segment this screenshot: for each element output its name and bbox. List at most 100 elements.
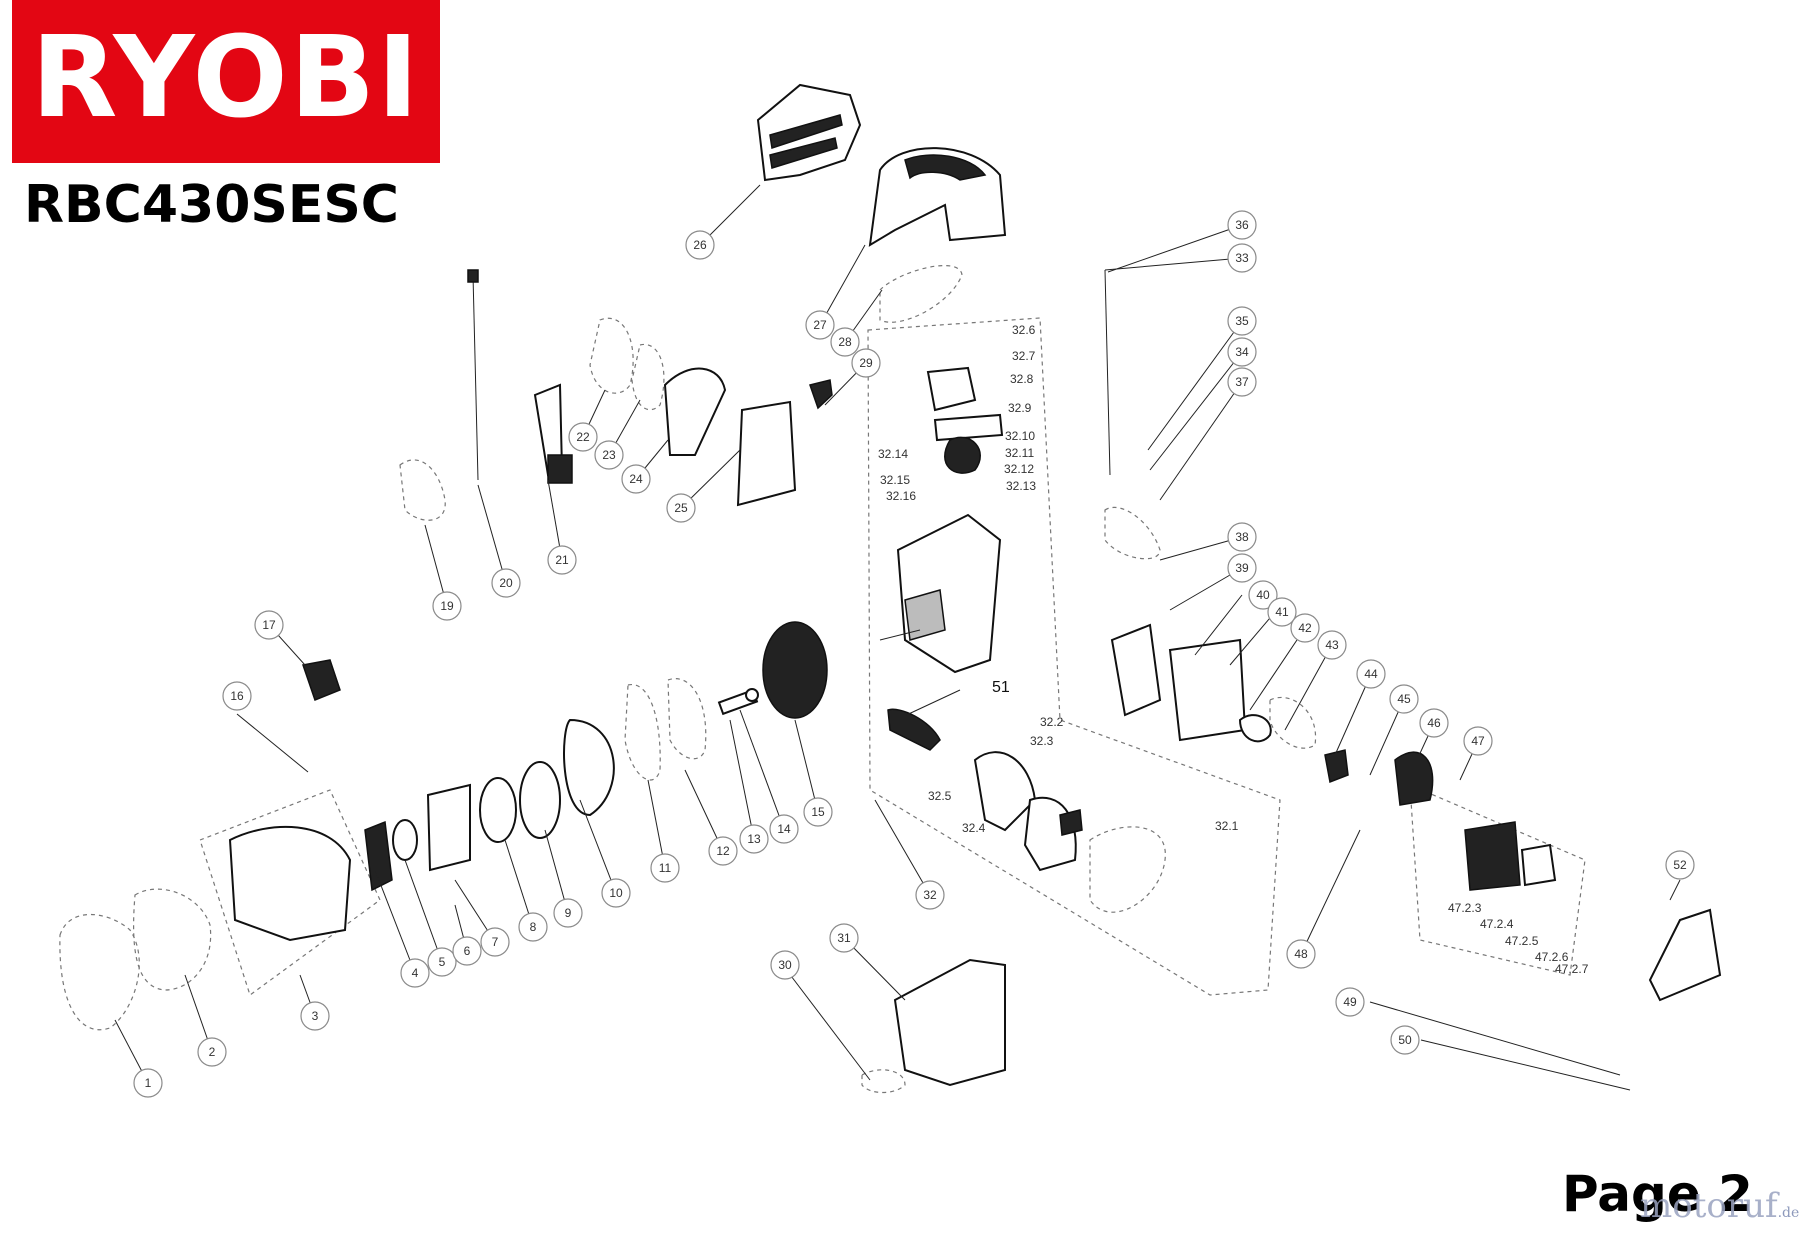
callout-23: 23 xyxy=(594,440,624,470)
callout-13: 13 xyxy=(739,824,769,854)
sub-label-32-5: 32.5 xyxy=(928,789,952,803)
sub-label-32-11: 32.11 xyxy=(1005,446,1034,460)
callout-circle xyxy=(621,464,651,494)
callout-number: 19 xyxy=(440,599,454,613)
callout-number: 29 xyxy=(859,356,873,370)
callout-circle xyxy=(300,1001,330,1031)
callout-number: 31 xyxy=(837,931,851,945)
callout-circle xyxy=(1227,243,1257,273)
callout-circle xyxy=(666,493,696,523)
callout-label-51: 51 xyxy=(992,679,1010,696)
callout-number: 25 xyxy=(674,501,688,515)
sub-label-32-6: 32.6 xyxy=(1012,323,1036,337)
callout-3: 3 xyxy=(300,1001,330,1031)
callout-number: 13 xyxy=(747,832,761,846)
callout-circle xyxy=(601,878,631,908)
callout-number: 23 xyxy=(602,448,616,462)
callout-17: 17 xyxy=(254,610,284,640)
sub-label-47-2-7: 47.2.7 xyxy=(1555,962,1589,976)
callout-circle xyxy=(1227,553,1257,583)
callout-31: 31 xyxy=(829,923,859,953)
callout-circle xyxy=(568,422,598,452)
callout-circle xyxy=(830,327,860,357)
callout-number: 38 xyxy=(1235,530,1249,544)
callout-number: 22 xyxy=(576,430,590,444)
callout-33: 33 xyxy=(1227,243,1257,273)
callout-36: 36 xyxy=(1227,210,1257,240)
callout-number: 46 xyxy=(1427,716,1441,730)
sub-label-32-7: 32.7 xyxy=(1012,349,1036,363)
sub-label-32-15: 32.15 xyxy=(880,473,910,487)
callout-38: 38 xyxy=(1227,522,1257,552)
callout-number: 50 xyxy=(1398,1033,1412,1047)
callout-number: 14 xyxy=(777,822,791,836)
callout-32: 32 xyxy=(915,880,945,910)
callout-45: 45 xyxy=(1389,684,1419,714)
callout-circle xyxy=(739,824,769,854)
sub-label-32-4: 32.4 xyxy=(962,821,986,835)
callout-circle xyxy=(547,545,577,575)
callout-number: 49 xyxy=(1343,995,1357,1009)
callout-50: 50 xyxy=(1390,1025,1420,1055)
callout-circle xyxy=(851,348,881,378)
callout-number: 16 xyxy=(230,689,244,703)
callout-number: 24 xyxy=(629,472,643,486)
page-label: Page 2 xyxy=(1562,1165,1753,1223)
callout-circle xyxy=(1335,987,1365,1017)
callout-circle xyxy=(432,591,462,621)
callout-number: 39 xyxy=(1235,561,1249,575)
callout-number: 43 xyxy=(1325,638,1339,652)
callout-number: 17 xyxy=(262,618,276,632)
callout-48: 48 xyxy=(1286,939,1316,969)
watermark-name: motoruf xyxy=(1640,1186,1778,1226)
callout-34: 34 xyxy=(1227,337,1257,367)
callout-circle xyxy=(452,936,482,966)
callout-number: 33 xyxy=(1235,251,1249,265)
callout-circle xyxy=(1419,708,1449,738)
sub-label-32-3: 32.3 xyxy=(1030,734,1054,748)
callout-circle xyxy=(1227,522,1257,552)
callout-9: 9 xyxy=(553,898,583,928)
callout-25: 25 xyxy=(666,493,696,523)
callout-14: 14 xyxy=(769,814,799,844)
callout-number: 27 xyxy=(813,318,827,332)
callout-circle xyxy=(708,836,738,866)
callout-number: 36 xyxy=(1235,218,1249,232)
callout-circle xyxy=(1463,726,1493,756)
callout-number: 9 xyxy=(565,906,572,920)
callout-circle xyxy=(1389,684,1419,714)
callout-number: 20 xyxy=(499,576,513,590)
callout-circle xyxy=(133,1068,163,1098)
callout-29: 29 xyxy=(851,348,881,378)
watermark: motoruf.de xyxy=(1640,1186,1799,1226)
callout-19: 19 xyxy=(432,591,462,621)
callout-40: 40 xyxy=(1248,580,1278,610)
callout-number: 10 xyxy=(609,886,623,900)
callout-number: 26 xyxy=(693,238,707,252)
callout-52: 52 xyxy=(1665,850,1695,880)
callout-circle xyxy=(805,310,835,340)
callout-47: 47 xyxy=(1463,726,1493,756)
callout-circle xyxy=(1356,659,1386,689)
callout-8: 8 xyxy=(518,912,548,942)
callout-number: 37 xyxy=(1235,375,1249,389)
callout-circle xyxy=(1227,210,1257,240)
callout-circle xyxy=(1665,850,1695,880)
callout-circle xyxy=(650,853,680,883)
callout-number: 35 xyxy=(1235,314,1249,328)
callout-10: 10 xyxy=(601,878,631,908)
callout-number: 21 xyxy=(555,553,569,567)
sub-label-47-2-6: 47.2.6 xyxy=(1535,950,1569,964)
callout-circle xyxy=(1317,630,1347,660)
sub-label-47-2-5: 47.2.5 xyxy=(1505,934,1539,948)
callout-circle xyxy=(1290,613,1320,643)
callout-number: 34 xyxy=(1235,345,1249,359)
callout-number: 11 xyxy=(659,861,672,875)
callout-20: 20 xyxy=(491,568,521,598)
callout-number: 8 xyxy=(530,920,537,934)
callout-number: 41 xyxy=(1275,605,1289,619)
callout-circle xyxy=(1267,597,1297,627)
callout-number: 2 xyxy=(209,1045,216,1059)
part-shapes xyxy=(228,83,1722,1087)
